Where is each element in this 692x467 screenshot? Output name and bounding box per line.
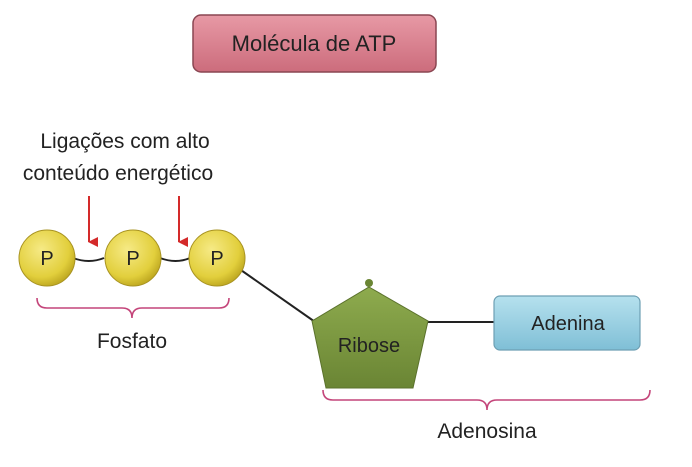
phosphate-3: P [188,229,246,287]
ribose-pentagon: Ribose [311,279,429,389]
adenosine-brace [322,389,651,411]
phosphate-3-label: P [210,248,223,270]
phosphate-ribose-bond [237,267,319,325]
phosphate-brace [36,297,230,319]
phosphate-1-label: P [40,248,53,270]
adenine-label: Adenina [531,313,605,335]
bond-label-line1: Ligações com alto [40,130,209,153]
adenosine-group-label: Adenosina [437,420,537,443]
phosphate-group-label: Fosfato [97,330,167,353]
title-box: Molécula de ATP [192,14,437,73]
phosphate-bond-1 [72,257,105,262]
phosphate-bond-2 [159,257,191,262]
ribose-label: Ribose [338,335,400,357]
phosphate-1: P [18,229,76,287]
phosphate-2-label: P [126,248,139,270]
adenine-box: Adenina [493,295,641,351]
phosphate-2: P [104,229,162,287]
bond-label-line2: conteúdo energético [23,162,213,185]
title-text: Molécula de ATP [232,31,397,56]
